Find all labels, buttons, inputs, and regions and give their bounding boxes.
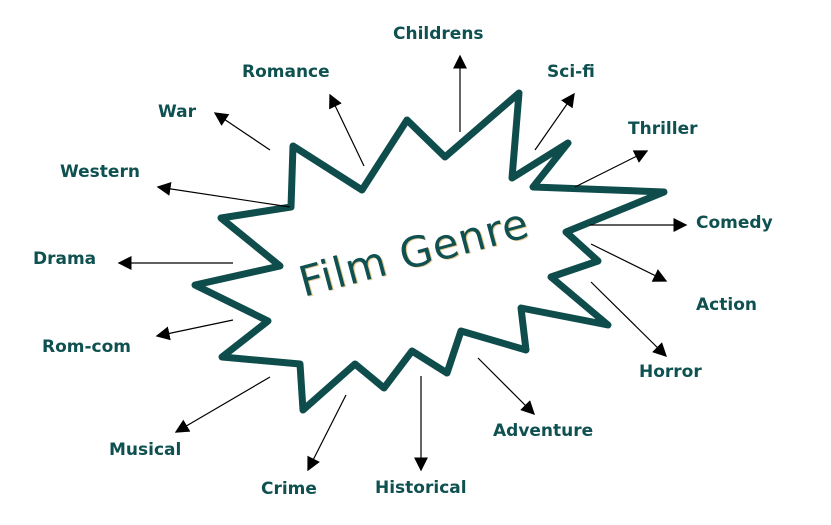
- genre-label-adventure: Adventure: [493, 421, 594, 441]
- arrow-western: [156, 181, 291, 208]
- arrow-horror: [590, 281, 667, 357]
- arrow-adventure: [477, 357, 535, 415]
- genre-label-romcom: Rom-com: [42, 337, 132, 357]
- genre-label-scifi: Sci-fi: [547, 62, 595, 82]
- genre-label-war: War: [158, 102, 197, 122]
- genre-label-historical: Historical: [375, 478, 467, 498]
- arrow-scifi: [534, 92, 575, 151]
- genre-label-horror: Horror: [639, 362, 702, 382]
- genre-label-comedy: Comedy: [696, 213, 773, 233]
- arrow-romance: [329, 93, 365, 167]
- genre-label-western: Western: [60, 162, 140, 182]
- genre-label-action: Action: [696, 295, 757, 315]
- arrow-war: [213, 112, 271, 151]
- genre-label-musical: Musical: [109, 440, 182, 460]
- genre-label-childrens: Childrens: [393, 24, 484, 44]
- arrow-action: [590, 243, 668, 282]
- arrow-thriller: [574, 150, 649, 188]
- genre-label-crime: Crime: [261, 479, 317, 499]
- genre-label-thriller: Thriller: [628, 119, 698, 139]
- arrow-romcom: [155, 319, 234, 341]
- arrow-crime: [307, 394, 347, 472]
- starburst-shape: [191, 89, 668, 414]
- genre-label-romance: Romance: [242, 62, 330, 82]
- arrow-musical: [174, 376, 271, 433]
- genre-label-drama: Drama: [33, 249, 97, 269]
